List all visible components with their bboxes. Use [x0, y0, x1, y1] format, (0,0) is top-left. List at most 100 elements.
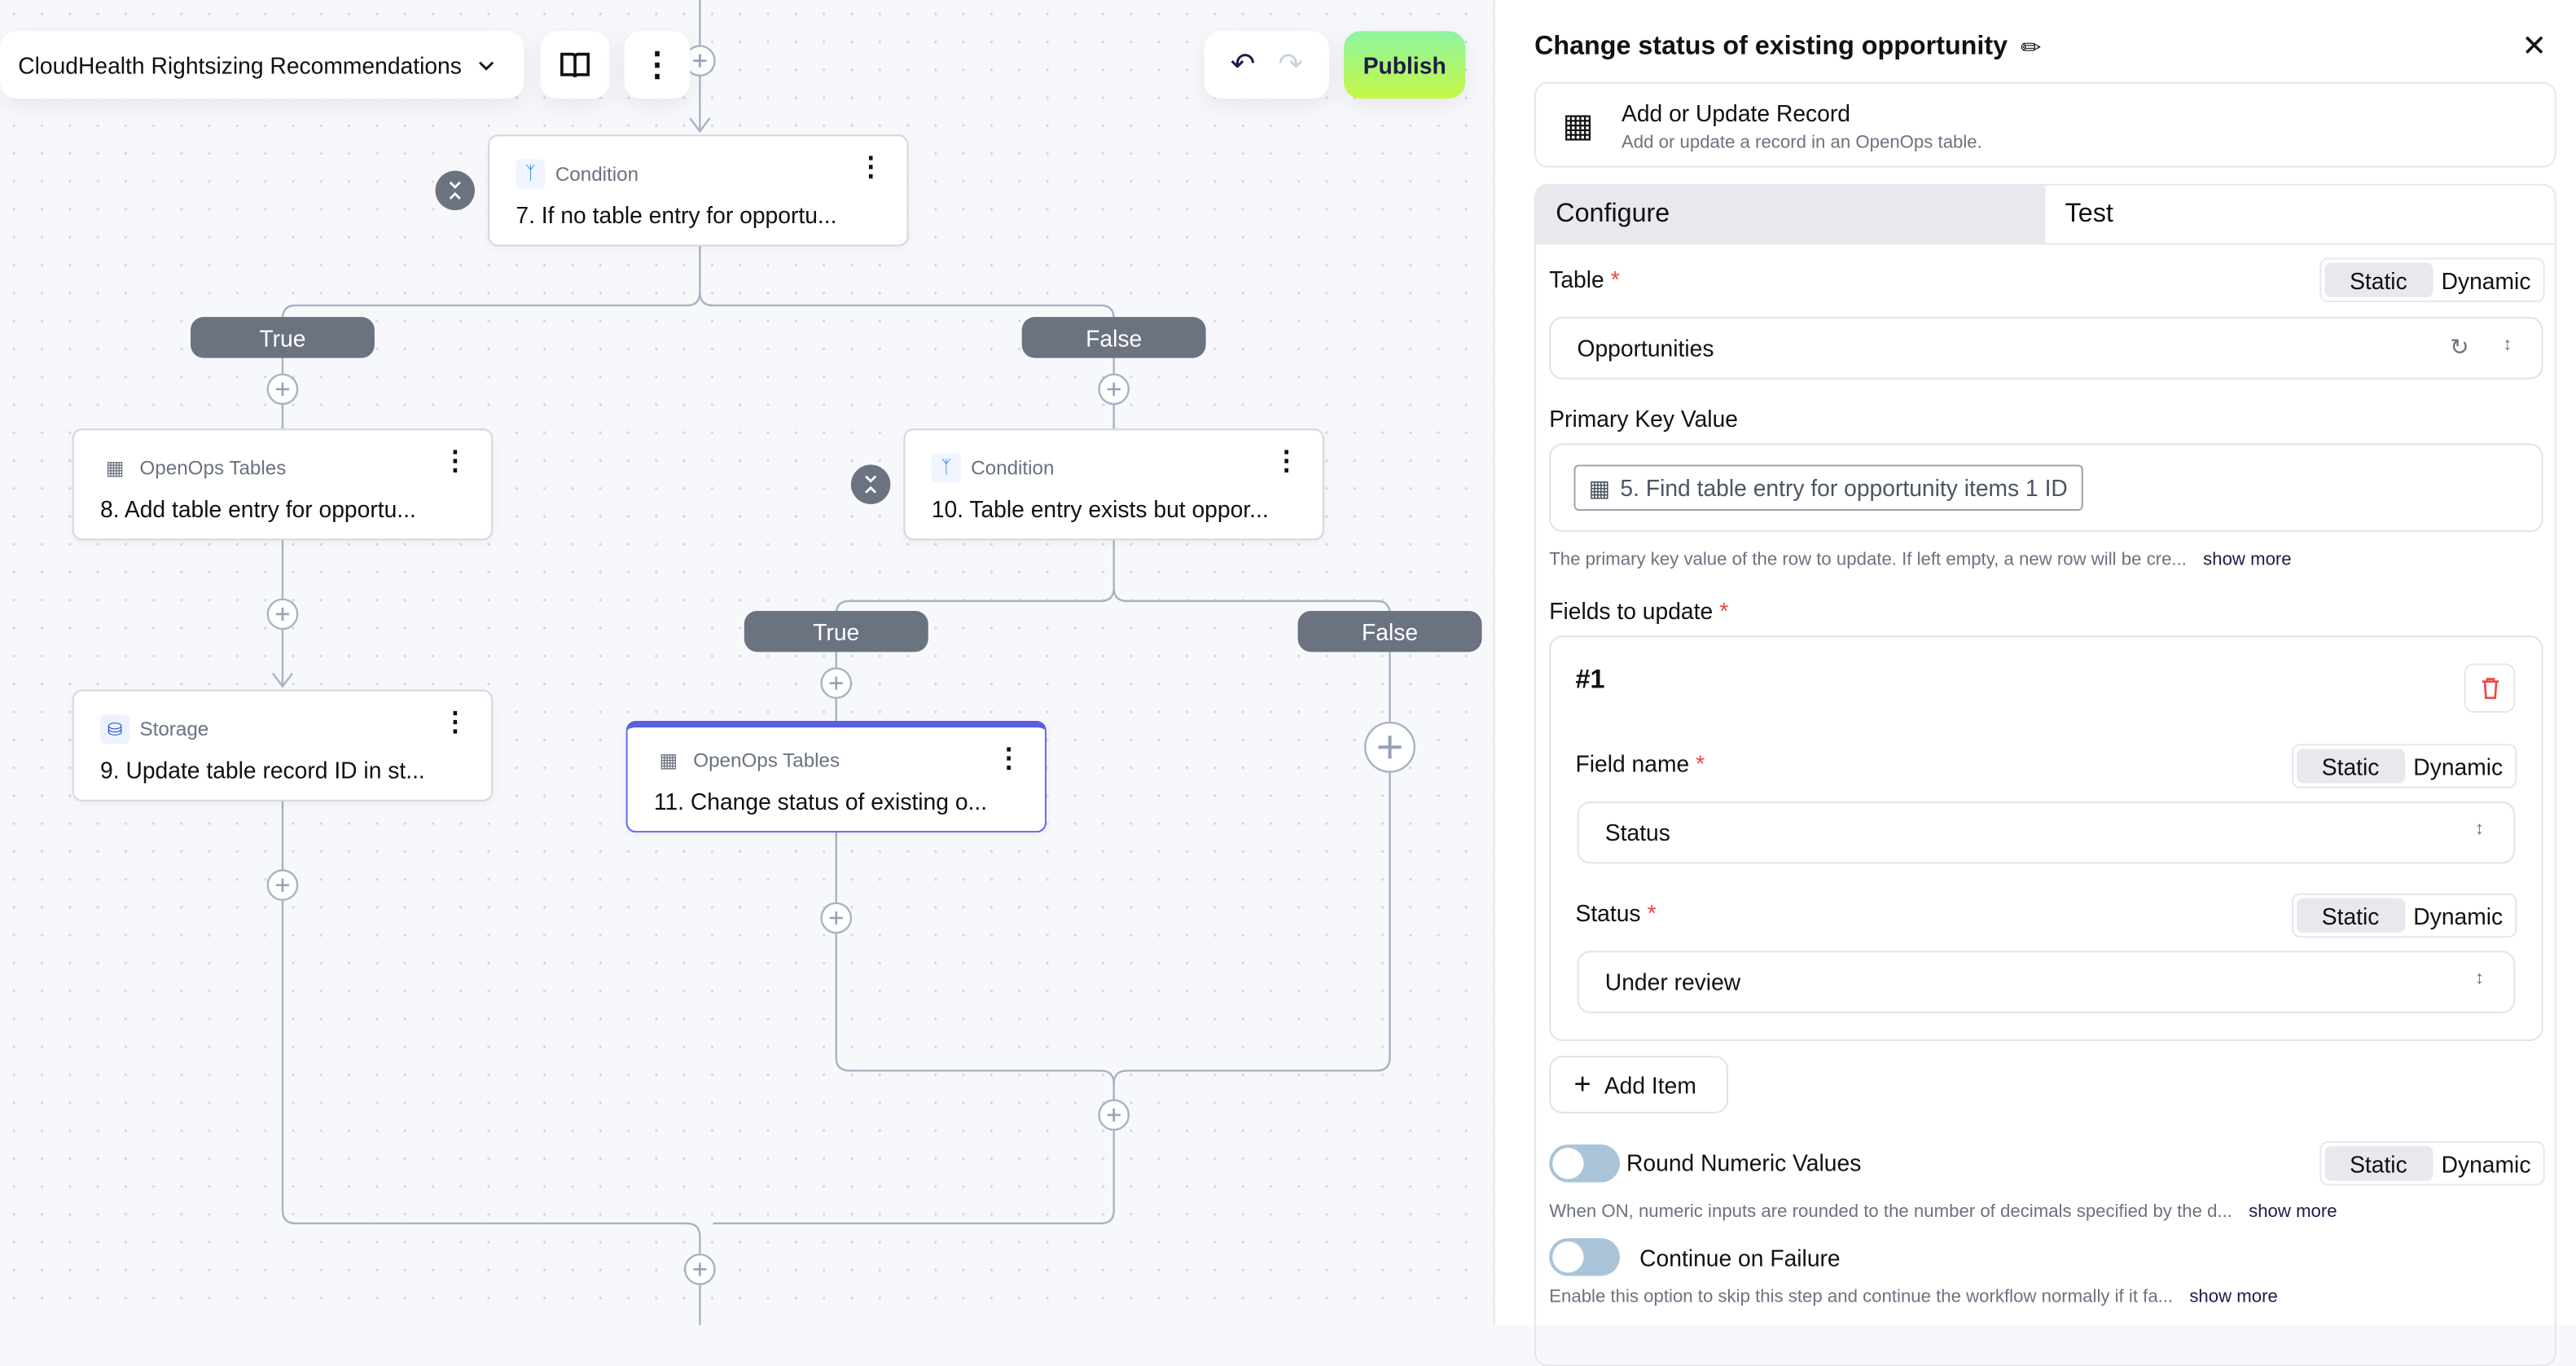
node-title: 8. Add table entry for opportu...: [100, 495, 416, 523]
continue-help: Enable this option to skip this step and…: [1549, 1287, 2278, 1307]
show-more-link[interactable]: show more: [2189, 1287, 2278, 1307]
static-option[interactable]: Static: [2297, 749, 2405, 784]
chevron-up-down-icon: ↕: [2474, 968, 2485, 989]
dynamic-option[interactable]: Dynamic: [2413, 753, 2504, 780]
round-mode-toggle[interactable]: Static Dynamic: [2319, 1141, 2545, 1186]
action-description: Add or update a record in an OpenOps tab…: [1621, 133, 1982, 153]
flow-node-10[interactable]: ᛉ Condition ⋮ 10. Table entry exists but …: [903, 428, 1324, 541]
flow-name-dropdown[interactable]: CloudHealth Rightsizing Recommendations: [0, 31, 524, 99]
field-name-select[interactable]: Status ↕: [1577, 801, 2516, 864]
field-item-1: [1549, 635, 2543, 1042]
primary-key-input[interactable]: ▦5. Find table entry for opportunity ite…: [1549, 443, 2543, 533]
node-title: 10. Table entry exists but oppor...: [931, 495, 1269, 523]
publish-button[interactable]: Publish: [1344, 31, 1466, 99]
collapse-icon: [865, 475, 877, 494]
status-mode-toggle[interactable]: Static Dynamic: [2291, 893, 2517, 938]
field-name-mode-toggle[interactable]: Static Dynamic: [2291, 744, 2517, 788]
tab-configure[interactable]: Configure: [1536, 185, 2046, 245]
continue-on-failure-label: Continue on Failure: [1639, 1245, 1841, 1272]
delete-item-button[interactable]: [2464, 663, 2516, 713]
flow-canvas[interactable]: CloudHealth Rightsizing Recommendations …: [0, 0, 1494, 1325]
dynamic-option[interactable]: Dynamic: [2441, 266, 2531, 293]
node-menu-icon[interactable]: ⋮: [441, 448, 468, 477]
table-icon: ▦: [1588, 473, 1611, 500]
redo-icon[interactable]: ↷: [1278, 47, 1303, 81]
table-select[interactable]: Opportunities ↻ ↕: [1549, 317, 2543, 380]
plus-icon: +: [1573, 1067, 1591, 1100]
undo-icon[interactable]: ↶: [1230, 47, 1256, 81]
primary-key-help: The primary key value of the row to upda…: [1549, 550, 2292, 570]
flow-node-9[interactable]: ⛁ Storage ⋮ 9. Update table record ID in …: [72, 689, 494, 802]
panel-title: Change status of existing opportunity: [1534, 33, 2008, 61]
history-controls: ↶ ↷: [1204, 31, 1329, 99]
docs-button[interactable]: [540, 31, 610, 99]
static-option[interactable]: Static: [2324, 262, 2433, 297]
table-value: Opportunities: [1577, 335, 1714, 362]
node-title: 9. Update table record ID in st...: [100, 757, 425, 784]
dynamic-option[interactable]: Dynamic: [2413, 902, 2504, 929]
chevron-up-down-icon: ↕: [2503, 335, 2512, 355]
node-kind: OpenOps Tables: [139, 456, 287, 480]
flow-name: CloudHealth Rightsizing Recommendations: [18, 51, 462, 78]
node-menu-icon[interactable]: ⋮: [441, 709, 468, 738]
node-kind: Storage: [139, 717, 209, 741]
node-title: 11. Change status of existing o...: [653, 788, 988, 815]
node-menu-icon[interactable]: ⋮: [857, 154, 884, 182]
flow-node-7[interactable]: ᛉ Condition ⋮ 7. If no table entry for op…: [488, 134, 909, 247]
round-help: When ON, numeric inputs are rounded to t…: [1549, 1201, 2337, 1222]
node-kind: OpenOps Tables: [693, 749, 840, 772]
more-vertical-icon: ⋮: [640, 47, 674, 84]
node-title: 7. If no table entry for opportu...: [516, 201, 837, 229]
database-icon: ⛁: [100, 714, 130, 744]
pencil-icon[interactable]: ✏: [2021, 34, 2042, 63]
table-icon: ▦: [105, 456, 125, 480]
add-item-button[interactable]: +Add Item: [1549, 1056, 1729, 1113]
static-option[interactable]: Static: [2324, 1146, 2433, 1181]
primary-key-label: Primary Key Value: [1549, 405, 1739, 433]
collapse-branch-button[interactable]: [850, 464, 891, 504]
item-title: #1: [1575, 666, 1605, 695]
branch-icon: ᛉ: [516, 159, 546, 189]
table-label: Table*: [1549, 266, 1620, 292]
static-option[interactable]: Static: [2297, 898, 2405, 933]
branch-label-false: False: [1297, 610, 1482, 652]
action-card[interactable]: ▦ Add or Update Record Add or update a r…: [1534, 81, 2556, 168]
continue-on-failure-switch[interactable]: [1549, 1238, 1620, 1276]
flow-connectors: [266, 0, 1416, 1325]
table-mode-toggle[interactable]: Static Dynamic: [2319, 257, 2545, 302]
node-kind: Condition: [555, 162, 639, 186]
book-icon: [560, 51, 590, 77]
status-select[interactable]: Under review ↕: [1577, 951, 2516, 1013]
node-kind: Condition: [971, 456, 1055, 480]
node-menu-icon[interactable]: ⋮: [995, 745, 1022, 774]
branch-icon: ᛉ: [931, 453, 962, 483]
dynamic-option[interactable]: Dynamic: [2441, 1150, 2531, 1177]
step-settings-panel: Change status of existing opportunity ✏ …: [1493, 0, 2576, 1366]
branch-label-false: False: [1021, 317, 1206, 358]
table-icon: ▦: [1562, 108, 1594, 145]
refresh-icon[interactable]: ↻: [2450, 333, 2469, 360]
chevron-up-down-icon: ↕: [2474, 819, 2485, 840]
node-menu-icon[interactable]: ⋮: [1273, 448, 1300, 477]
round-numeric-label: Round Numeric Values: [1626, 1149, 1862, 1176]
collapse-branch-button[interactable]: [435, 170, 475, 211]
show-more-link[interactable]: show more: [2203, 550, 2292, 570]
more-options-button[interactable]: ⋮: [624, 31, 691, 99]
field-name-label: Field name*: [1575, 750, 1705, 777]
fields-label: Fields to update*: [1549, 597, 1729, 625]
branch-label-true: True: [190, 317, 375, 358]
trash-icon: [2481, 678, 2499, 700]
table-icon: ▦: [659, 749, 678, 772]
close-icon[interactable]: ✕: [2521, 29, 2547, 63]
flow-node-8[interactable]: ▦ OpenOps Tables ⋮ 8. Add table entry for…: [72, 428, 494, 541]
action-name: Add or Update Record: [1621, 99, 1850, 127]
show-more-link[interactable]: show more: [2249, 1201, 2337, 1222]
branch-label-true: True: [744, 610, 928, 652]
step-reference-chip[interactable]: ▦5. Find table entry for opportunity ite…: [1573, 464, 2082, 511]
status-label: Status*: [1575, 899, 1657, 927]
round-numeric-switch[interactable]: [1549, 1144, 1620, 1183]
flow-node-11-selected[interactable]: ▦ OpenOps Tables ⋮ 11. Change status of e…: [625, 721, 1047, 833]
tab-test[interactable]: Test: [2045, 186, 2555, 245]
chevron-down-icon: [479, 60, 494, 70]
collapse-icon: [449, 181, 461, 200]
